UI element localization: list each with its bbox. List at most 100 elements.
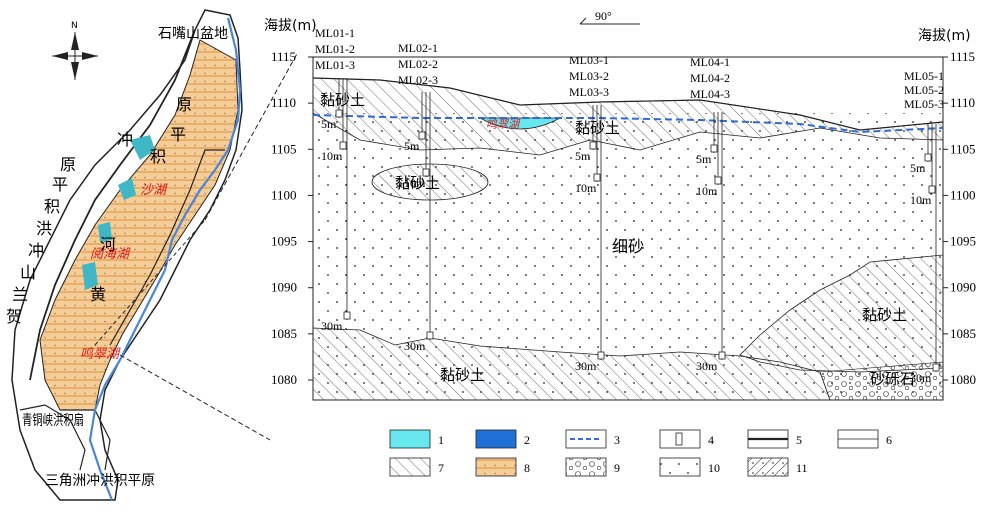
label-clay-lens: 黏砂土 bbox=[395, 174, 440, 192]
legend-item-1: 1 bbox=[438, 433, 444, 447]
well-id: ML04-3 bbox=[690, 87, 730, 101]
y-tick-label: 1080 bbox=[950, 372, 976, 387]
legend-item-2: 2 bbox=[524, 433, 530, 447]
y-tick-label: 1105 bbox=[950, 141, 976, 156]
left-char-6: 山 bbox=[20, 263, 36, 282]
well-screen bbox=[343, 311, 351, 320]
well-screen bbox=[710, 144, 718, 153]
legend-item-11: 11 bbox=[796, 461, 808, 475]
y-tick-label: 1090 bbox=[950, 280, 976, 295]
plain-char-5: 河 bbox=[100, 235, 116, 254]
well-id: ML01-2 bbox=[315, 42, 355, 56]
plain-char-1: 原 bbox=[176, 95, 192, 114]
well-depth: 5m bbox=[321, 117, 337, 131]
label-mingcuihu: 鸣翠湖 bbox=[80, 347, 121, 362]
well-id: ML01-1 bbox=[315, 26, 355, 40]
label-shizuishan: 石嘴山盆地 bbox=[158, 26, 228, 42]
legend-item-3: 3 bbox=[614, 433, 620, 447]
north-arrow-icon: N bbox=[52, 21, 98, 80]
left-char-2: 平 bbox=[52, 175, 68, 194]
y-tick-label: 1100 bbox=[271, 187, 297, 202]
layer-gravel bbox=[819, 361, 944, 401]
left-char-4: 洪 bbox=[36, 219, 52, 238]
y-ticks-right: 1115 1110 1105 1100 1095 1090 1085 1080 bbox=[943, 49, 976, 387]
well-id: ML05-3 bbox=[904, 97, 944, 111]
legend-item-6: 6 bbox=[886, 433, 892, 447]
well-depth: 30m bbox=[321, 319, 343, 333]
left-char-3: 积 bbox=[44, 197, 60, 216]
well-id: ML01-3 bbox=[315, 58, 355, 72]
y-tick-label: 1095 bbox=[950, 234, 976, 249]
y-tick-label: 1115 bbox=[271, 49, 296, 64]
well-depth: 10m bbox=[404, 176, 426, 190]
label-fine-sand: 细砂 bbox=[612, 237, 644, 256]
well-id: ML05-2 bbox=[904, 83, 944, 97]
legend-item-8: 8 bbox=[524, 461, 530, 475]
plain-vertical-labels: 原 平 积 冲 河 黄 bbox=[90, 95, 192, 304]
well-id: ML03-1 bbox=[569, 53, 609, 67]
ground-surface bbox=[312, 77, 944, 131]
plain-char-6: 黄 bbox=[90, 285, 106, 304]
well-screen bbox=[593, 173, 601, 182]
legend: 1 2 3 4 5 6 7 8 9 10 11 bbox=[389, 429, 892, 477]
left-char-8: 贺 bbox=[6, 307, 22, 326]
well-id: ML03-3 bbox=[569, 85, 609, 99]
well-depth: 10m bbox=[696, 184, 718, 198]
legend-item-10: 10 bbox=[708, 461, 720, 475]
label-qingtongxia: 青铜峡洪积扇 bbox=[22, 413, 84, 429]
well-depth: 5m bbox=[575, 149, 591, 163]
well-id: ML02-2 bbox=[398, 57, 438, 71]
location-map: N 石嘴山盆地 沙湖 阅海湖 鸣翠湖 原 平 积 冲 河 黄 原 平 积 洪 冲… bbox=[6, 9, 299, 501]
well-screen bbox=[932, 363, 940, 372]
well-depth: 5m bbox=[696, 152, 712, 166]
label-lake: 鸣翠湖 bbox=[486, 118, 521, 131]
y-tick-label: 1080 bbox=[271, 372, 297, 387]
direction-label: 90° bbox=[595, 9, 612, 23]
y-tick-label: 1110 bbox=[271, 95, 296, 110]
legend-item-7: 7 bbox=[438, 461, 444, 475]
well-screen bbox=[597, 351, 605, 360]
left-char-7: 兰 bbox=[12, 285, 28, 304]
direction-indicator: 90° bbox=[579, 9, 640, 25]
well-id: ML02-1 bbox=[398, 41, 438, 55]
legend-item-5: 5 bbox=[796, 433, 802, 447]
y-tick-label: 1110 bbox=[950, 95, 975, 110]
well-screen bbox=[714, 176, 722, 185]
y-tick-label: 1085 bbox=[950, 326, 976, 341]
label-shahu: 沙湖 bbox=[140, 183, 168, 198]
well-depth: 30m bbox=[696, 359, 718, 373]
wells: ML01-1ML01-2ML01-35m10m30mML02-1ML02-2ML… bbox=[315, 26, 944, 385]
y-tick-label: 1090 bbox=[271, 280, 297, 295]
y-tick-label: 1100 bbox=[950, 187, 976, 202]
left-vertical-labels: 原 平 积 洪 冲 山 兰 贺 bbox=[6, 155, 76, 326]
well-screen bbox=[422, 168, 430, 177]
legend-item-9: 9 bbox=[614, 461, 620, 475]
cross-section: 90° 海拔(m) 海拔(m) 111511101105110010951090… bbox=[264, 9, 976, 401]
well-depth: 30m bbox=[404, 339, 426, 353]
well-screen bbox=[418, 131, 426, 140]
well-id: ML03-2 bbox=[569, 69, 609, 83]
well-id: ML02-3 bbox=[398, 73, 438, 87]
well-id: ML05-1 bbox=[904, 69, 944, 83]
plain-char-4: 冲 bbox=[117, 130, 133, 149]
left-char-1: 原 bbox=[60, 155, 76, 174]
ylabel-right: 海拔(m) bbox=[918, 28, 971, 44]
y-tick-label: 1115 bbox=[950, 49, 975, 64]
label-clay-top: 黏砂土 bbox=[320, 91, 365, 109]
y-tick-label: 1105 bbox=[271, 141, 297, 156]
well-id: ML04-1 bbox=[690, 55, 730, 69]
left-char-5: 冲 bbox=[28, 241, 44, 260]
well-depth: 10m bbox=[575, 181, 597, 195]
y-tick-label: 1085 bbox=[271, 326, 297, 341]
well-screen bbox=[589, 141, 597, 150]
plain-char-3: 积 bbox=[150, 147, 166, 166]
north-label: N bbox=[71, 21, 78, 31]
well-screen bbox=[718, 351, 726, 360]
legend-item-4: 4 bbox=[708, 433, 714, 447]
